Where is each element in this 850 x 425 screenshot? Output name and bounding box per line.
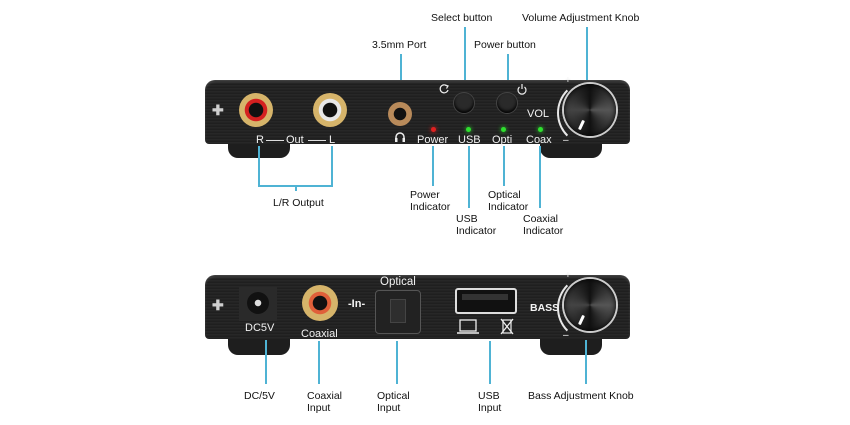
label-optical: Optical xyxy=(380,276,416,288)
callout-coaxial-indicator: Coaxial Indicator xyxy=(523,213,564,237)
rca-left-jack[interactable] xyxy=(313,93,347,127)
label-coax: Coax xyxy=(526,134,552,146)
device-foot xyxy=(228,339,290,355)
leader-coaxial-input xyxy=(318,341,320,384)
volume-plus-label: + xyxy=(565,75,571,86)
leader-optical-input xyxy=(396,341,398,384)
laptop-icon xyxy=(457,319,479,334)
callout-optical-input: Optical Input xyxy=(377,390,410,414)
leader-power-indicator xyxy=(432,146,434,186)
power-led xyxy=(431,127,436,132)
label-coaxial: Coaxial xyxy=(301,328,338,340)
bass-scale-arc xyxy=(557,275,623,341)
callout-power-button: Power button xyxy=(474,39,536,51)
label-bass: BASS xyxy=(530,302,560,314)
callout-lr-output: L/R Output xyxy=(273,197,324,209)
screw-icon: ✚ xyxy=(212,102,224,118)
bass-plus-label: + xyxy=(565,270,571,281)
bass-knob[interactable] xyxy=(564,279,616,331)
label-usb: USB xyxy=(458,134,481,146)
leader-dc5v xyxy=(265,340,267,384)
dc-power-jack[interactable] xyxy=(247,292,269,314)
label-power: Power xyxy=(417,134,449,146)
leader-lr-stem xyxy=(295,185,297,191)
volume-minus-label: – xyxy=(563,135,569,146)
optical-port[interactable] xyxy=(375,290,421,334)
label-out: Out xyxy=(286,134,304,146)
label-in: -In- xyxy=(348,298,366,310)
optical-led xyxy=(501,127,506,132)
usb-port-tongue xyxy=(462,294,508,300)
out-divider xyxy=(308,140,326,141)
usb-port[interactable] xyxy=(455,288,517,314)
leader-35mm-port xyxy=(400,54,402,88)
leader-optical-indicator xyxy=(503,146,505,186)
select-button[interactable] xyxy=(454,93,474,113)
callout-power-indicator: Power Indicator xyxy=(410,189,451,213)
usb-led xyxy=(466,127,471,132)
leader-usb-input xyxy=(489,341,491,384)
power-button[interactable] xyxy=(497,93,517,113)
power-icon xyxy=(517,84,527,95)
rca-right-jack[interactable] xyxy=(239,93,273,127)
callout-coaxial-input: Coaxial Input xyxy=(307,390,343,414)
no-phone-icon xyxy=(500,318,514,335)
select-cycle-icon xyxy=(439,84,449,94)
volume-knob[interactable] xyxy=(564,84,616,136)
leader-usb-indicator xyxy=(468,146,470,208)
leader-power-button xyxy=(507,54,509,88)
optical-port-shutter xyxy=(390,299,406,323)
volume-scale-arc xyxy=(557,80,623,146)
coaxial-jack[interactable] xyxy=(302,285,338,321)
callout-bass-knob: Bass Adjustment Knob xyxy=(528,390,634,402)
leader-bass-knob xyxy=(585,340,587,384)
callout-volume-knob: Volume Adjustment Knob xyxy=(522,12,640,24)
leader-volume-knob xyxy=(586,27,588,85)
label-r: R xyxy=(256,134,264,146)
label-opti: Opti xyxy=(492,134,513,146)
callout-optical-indicator: Optical Indicator xyxy=(488,189,529,213)
device-foot xyxy=(540,339,602,355)
label-vol: VOL xyxy=(527,108,550,120)
callout-usb-input: USB Input xyxy=(478,390,502,414)
coaxial-led xyxy=(538,127,543,132)
leader-r-output xyxy=(258,146,260,186)
label-dc5v: DC5V xyxy=(245,322,275,334)
device-foot xyxy=(540,142,602,158)
callout-dc5v: DC/5V xyxy=(244,390,275,402)
headphone-jack[interactable] xyxy=(388,102,412,126)
leader-select-button xyxy=(464,27,466,89)
screw-icon: ✚ xyxy=(212,297,224,313)
leader-coaxial-indicator xyxy=(539,146,541,208)
bass-minus-label: – xyxy=(563,330,569,341)
callout-usb-indicator: USB Indicator xyxy=(456,213,497,237)
callout-select-button: Select button xyxy=(431,12,493,24)
leader-l-output xyxy=(331,146,333,186)
callout-35mm-port: 3.5mm Port xyxy=(372,39,427,51)
label-l: L xyxy=(329,134,336,146)
headphone-icon xyxy=(395,132,405,142)
out-divider xyxy=(266,140,284,141)
